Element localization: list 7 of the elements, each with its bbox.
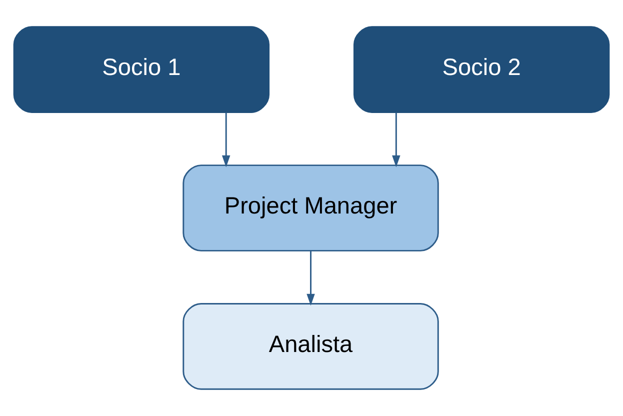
arrow — [306, 251, 315, 306]
node-box: Project Manager — [182, 164, 439, 252]
node-box: Analista — [182, 302, 439, 390]
node-box: Socio 2 — [353, 26, 610, 114]
arrow — [222, 112, 230, 168]
arrow — [392, 112, 400, 168]
node-box: Socio 1 — [13, 26, 270, 114]
